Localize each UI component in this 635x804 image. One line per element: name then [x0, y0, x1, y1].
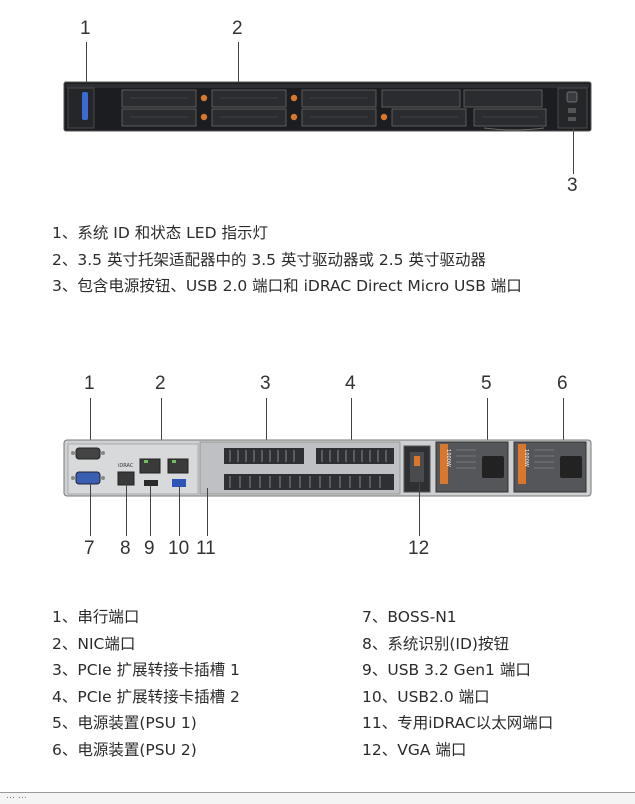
rear-leader-6 [563, 398, 565, 446]
rear-leader-3 [266, 398, 268, 446]
rear-callout-3: 3 [260, 373, 271, 394]
rear-leader-1 [90, 398, 92, 448]
front-leader-1 [86, 42, 88, 86]
rear-server-illustration [63, 439, 592, 497]
rear-legend-item-6: 6、电源装置(PSU 2) [52, 740, 197, 759]
rear-leader-2 [161, 398, 163, 456]
rear-leader-12 [419, 480, 421, 536]
rear-legend-item-10: 10、USB2.0 端口 [362, 687, 490, 706]
rear-legend-right: 7、BOSS-N1 8、系统识别(ID)按钮 9、USB 3.2 Gen1 端口… [362, 604, 553, 763]
rear-legend-left: 1、串行端口 2、NIC端口 3、PCIe 扩展转接卡插槽 1 4、PCIe 扩… [52, 604, 240, 763]
cropped-footer-text: … … [6, 792, 27, 801]
rear-leader-9 [150, 486, 152, 536]
rear-legend-item-11: 11、专用iDRAC以太网端口 [362, 714, 554, 732]
front-callout-2: 2 [232, 18, 243, 39]
front-leader-3 [573, 128, 575, 174]
rear-callout-8: 8 [120, 538, 131, 559]
system-id-led [82, 92, 88, 120]
rear-leader-4 [351, 398, 353, 446]
rear-callout-11: 11 [196, 538, 216, 559]
rear-legend-item-4: 4、PCIe 扩展转接卡插槽 2 [52, 687, 240, 706]
rear-callout-7: 7 [84, 538, 95, 559]
front-legend-item-1: 1、系统 ID 和状态 LED 指示灯 [52, 224, 268, 242]
rear-legend-item-2: 2、NIC端口 [52, 634, 136, 653]
front-legend: 1、系统 ID 和状态 LED 指示灯 2、3.5 英寸托架适配器中的 3.5 … [52, 220, 522, 300]
front-callout-3: 3 [567, 175, 578, 196]
rear-legend-item-1: 1、串行端口 [52, 608, 140, 626]
rear-legend-item-5: 5、电源装置(PSU 1) [52, 714, 197, 732]
front-server-illustration [63, 81, 592, 132]
rear-callout-6: 6 [557, 373, 568, 394]
front-leader-2 [238, 42, 240, 86]
psu-1-wattage-label: 1000W [444, 449, 451, 467]
cropped-footer-strip: … … [0, 792, 635, 804]
front-legend-item-2: 2、3.5 英寸托架适配器中的 3.5 英寸驱动器或 2.5 英寸驱动器 [52, 250, 486, 269]
rear-leader-8 [126, 484, 128, 536]
front-callout-1: 1 [80, 18, 91, 39]
rear-callout-10: 10 [168, 538, 190, 559]
rear-callout-4: 4 [345, 373, 356, 394]
rear-callout-5: 5 [481, 373, 492, 394]
rear-legend-item-9: 9、USB 3.2 Gen1 端口 [362, 661, 531, 679]
rear-legend-item-8: 8、系统识别(ID)按钮 [362, 634, 509, 653]
psu-2-wattage-label: 1000W [522, 449, 529, 467]
idrac-port-label: iDRAC [118, 463, 134, 469]
rear-callout-2: 2 [155, 373, 166, 394]
rear-callout-1: 1 [84, 373, 95, 394]
rear-callout-9: 9 [144, 538, 155, 559]
rear-callout-12: 12 [408, 538, 430, 559]
rear-leader-11 [207, 488, 209, 536]
rear-leader-7 [90, 484, 92, 536]
rear-legend-item-7: 7、BOSS-N1 [362, 608, 457, 626]
front-legend-item-3: 3、包含电源按钮、USB 2.0 端口和 iDRAC Direct Micro … [52, 277, 522, 295]
rear-legend-item-12: 12、VGA 端口 [362, 740, 467, 759]
rear-leader-5 [487, 398, 489, 446]
rear-leader-10 [179, 486, 181, 536]
rear-legend-item-3: 3、PCIe 扩展转接卡插槽 1 [52, 661, 240, 679]
